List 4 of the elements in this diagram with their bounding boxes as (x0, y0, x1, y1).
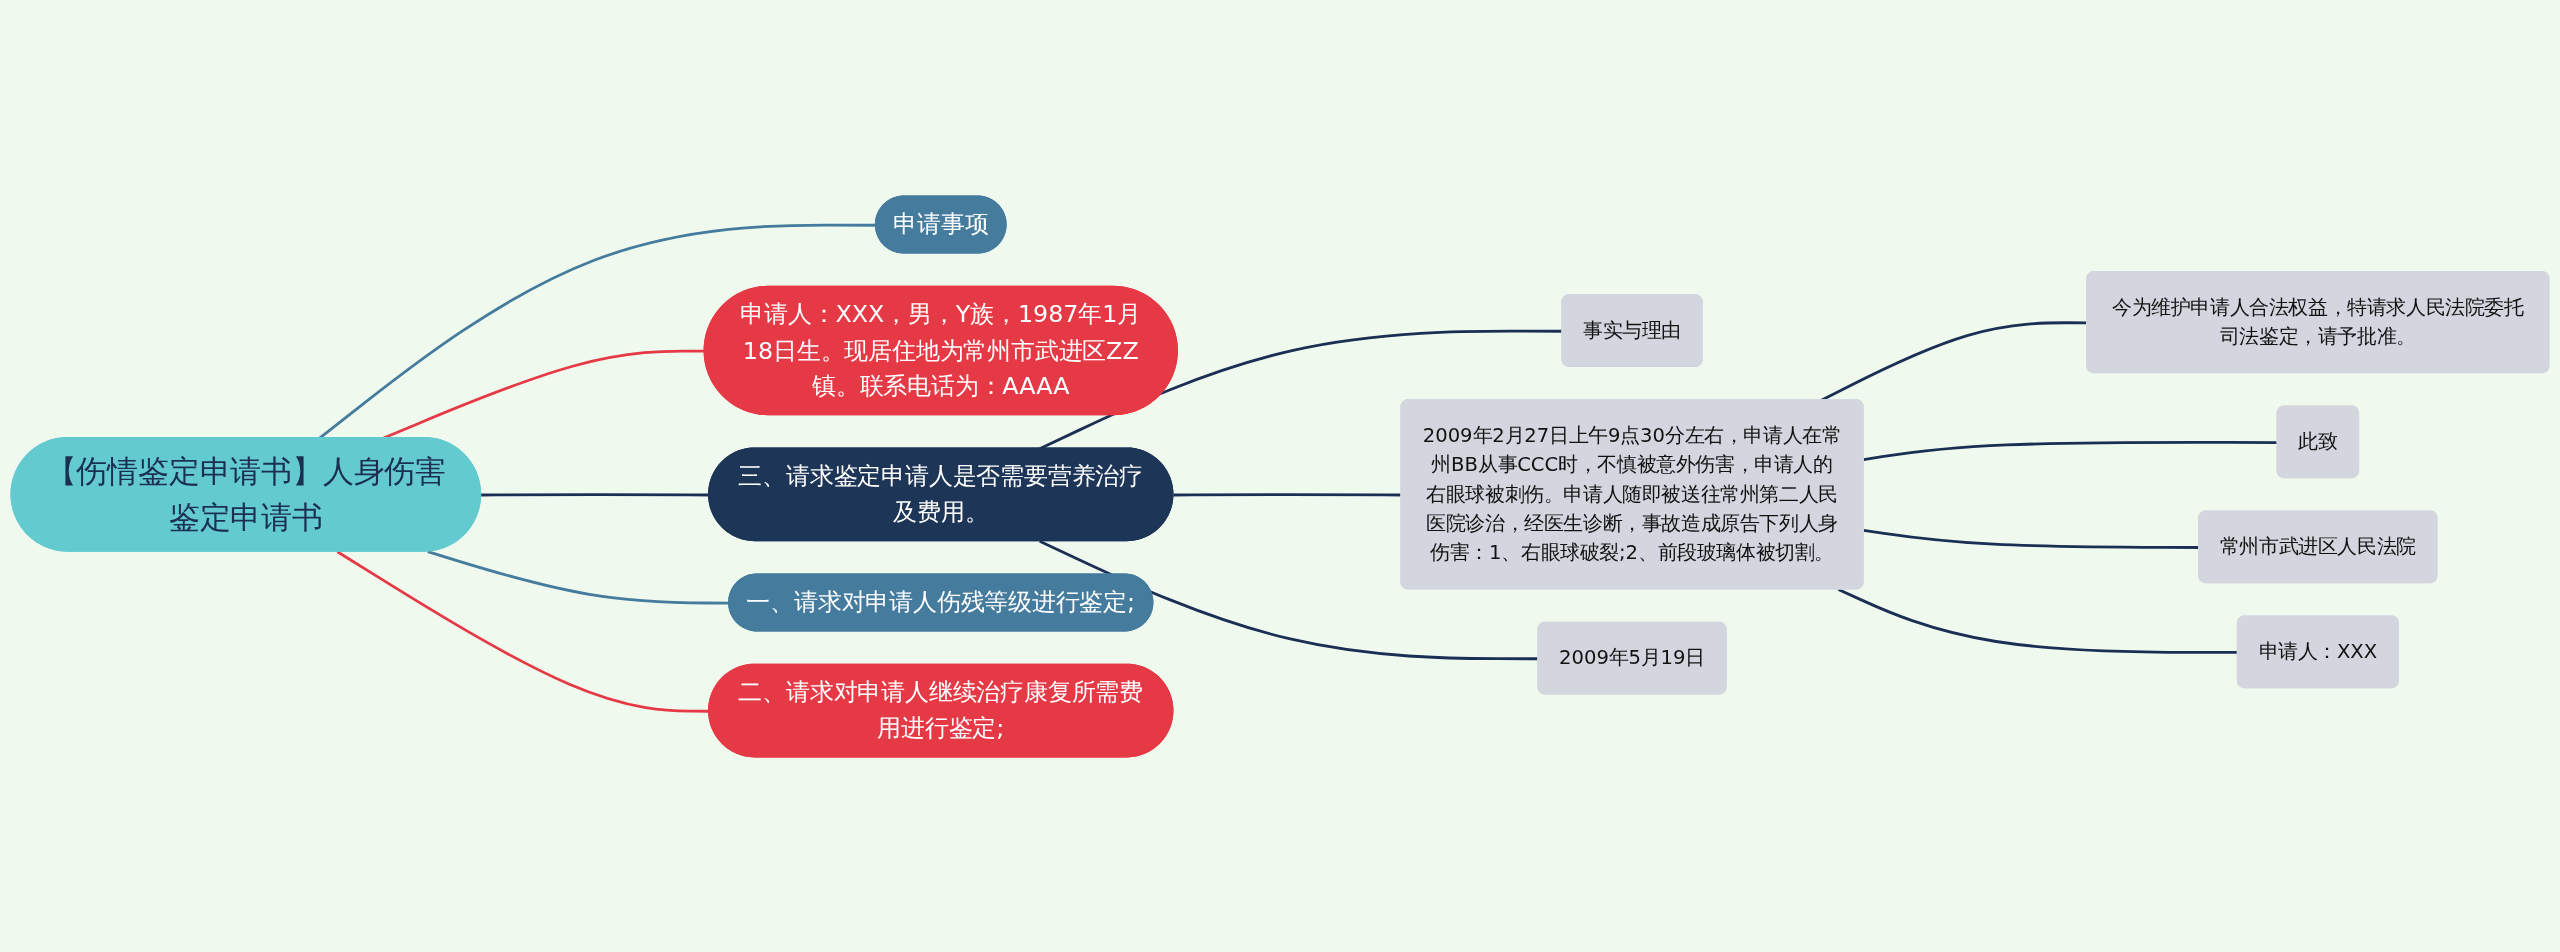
connector (1173, 492, 1402, 496)
connector (1039, 539, 1539, 660)
connector (1863, 440, 2278, 461)
connector (427, 549, 730, 605)
